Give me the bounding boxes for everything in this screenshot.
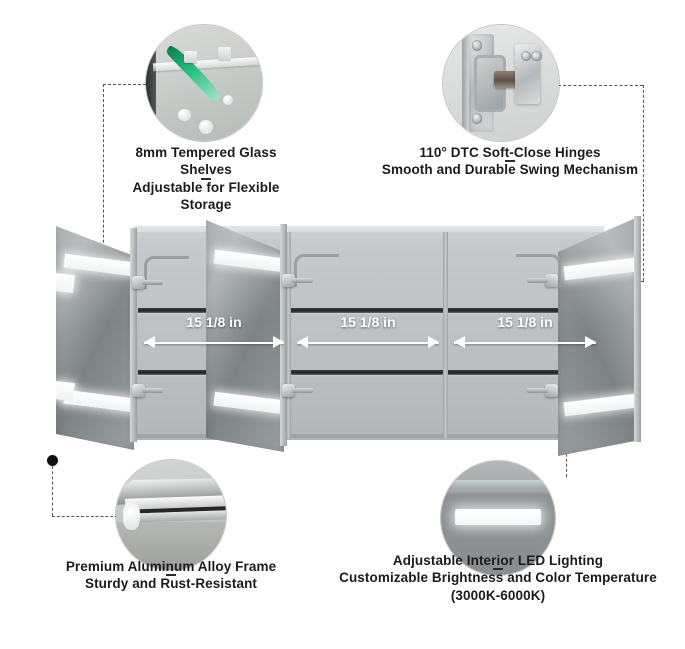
connector-hinges-vertical <box>643 85 644 281</box>
dimension-bay-left-arrow-start <box>144 336 155 348</box>
hinge-photo-screw-top <box>472 40 483 51</box>
cabinet-hinge-right-bottom[interactable] <box>527 382 558 399</box>
cabinet-hinge-left-bottom-cup <box>132 384 145 397</box>
dimension-bay-center-line <box>297 342 439 344</box>
connector-frame-vertical <box>52 466 53 516</box>
cabinet-door-right[interactable] <box>558 216 640 456</box>
cabinet-hinge-center-bottom-arm <box>292 388 313 393</box>
dimension-bay-center-arrow-end <box>428 336 439 348</box>
caption-aluminum-frame: Premium Aluminum Alloy Frame Sturdy and … <box>52 558 290 593</box>
caption-aluminum-frame-line1: Premium Aluminum Alloy Frame <box>65 559 277 574</box>
cabinet-door-right-sheen <box>558 216 640 456</box>
caption-glass-shelves: 8mm Tempered Glass Shelves Adjustable fo… <box>108 144 304 213</box>
dimension-bay-right: 15 1/8 in <box>454 314 596 348</box>
caption-separator-frame <box>166 574 176 577</box>
cabinet-hinge-bracket-center-top <box>294 254 339 287</box>
dimension-bay-left-line <box>144 342 284 344</box>
caption-glass-shelves-line2: Adjustable for Flexible Storage <box>132 179 280 212</box>
caption-separator-led <box>493 568 503 571</box>
cabinet-door-center-edge <box>280 224 287 446</box>
marker-aluminum-frame <box>47 455 58 466</box>
cabinet-hinge-right-bottom-arm <box>527 388 548 393</box>
dimension-bay-left-label: 15 1/8 in <box>186 314 242 330</box>
dimension-bay-right-arrow-end <box>585 336 596 348</box>
glass-photo-clip-right <box>217 47 231 60</box>
glass-photo-dark-edge <box>146 25 157 141</box>
cabinet-door-left-edge <box>130 228 137 442</box>
hinge-photo-door-edge <box>461 25 469 141</box>
cabinet-divider-left <box>286 232 291 438</box>
dimension-bay-right-arrow-start <box>454 336 465 348</box>
caption-aluminum-frame-line2: Sturdy and Rust-Resistant <box>84 576 258 592</box>
connector-frame-horizontal <box>52 516 118 517</box>
led-photo-glass-shelf <box>441 480 555 490</box>
connector-hinges-horizontal-top <box>558 85 643 86</box>
glass-photo-shelf-pane <box>152 56 262 72</box>
cabinet-back-panel-center <box>291 238 443 434</box>
caption-hinges: 110° DTC Soft-Close Hinges Smooth and Du… <box>378 144 642 179</box>
cabinet-shelf-center-lower <box>291 370 443 375</box>
cabinet-divider-right <box>443 232 448 438</box>
hinge-photo-screw-mount-b <box>531 50 542 61</box>
cabinet-hinge-left-bottom[interactable] <box>132 382 163 399</box>
interior-led-lighting-photo <box>441 461 555 575</box>
caption-separator-hinges <box>505 160 515 163</box>
caption-separator-glass <box>201 177 211 180</box>
dimension-bay-right-label: 15 1/8 in <box>497 314 553 330</box>
hinge-photo-screw-bottom <box>472 113 483 124</box>
cabinet-door-left-led-accent-top <box>56 272 76 294</box>
glass-photo-clip-left <box>184 50 198 64</box>
medicine-cabinet-illustration: 15 1/8 in 15 1/8 in 15 1/8 in <box>46 212 641 456</box>
cabinet-shelf-right-lower <box>448 370 600 375</box>
caption-led-lighting-line2: Customizable Brightness and Color Temper… <box>339 570 657 586</box>
glass-photo-pin-a <box>178 108 192 122</box>
dimension-bay-center: 15 1/8 in <box>297 314 439 348</box>
led-photo-light-strip <box>454 508 542 525</box>
caption-led-lighting-line3: (3000K-6000K) <box>450 587 546 603</box>
glass-photo-pin-b <box>199 120 214 135</box>
soft-close-hinge-photo <box>443 25 559 141</box>
aluminum-alloy-frame-photo <box>116 460 226 570</box>
tempered-glass-shelf-photo <box>146 25 262 141</box>
cabinet-door-right-edge <box>634 216 641 442</box>
caption-hinges-line1: 110° DTC Soft-Close Hinges <box>419 145 601 160</box>
cabinet-hinge-center-top[interactable] <box>282 272 313 289</box>
dimension-bay-left-arrow-end <box>273 336 284 348</box>
cabinet-hinge-left-bottom-arm <box>142 388 163 393</box>
connector-glass-shelves-horizontal-top <box>103 84 146 85</box>
cabinet-door-center[interactable] <box>206 220 284 452</box>
cabinet-hinge-center-bottom[interactable] <box>282 382 313 399</box>
caption-led-lighting-line1: Adjustable Interior LED Lighting <box>392 553 604 568</box>
cabinet-hinge-bracket-left-top <box>144 256 189 289</box>
cabinet-hinge-right-top[interactable] <box>527 272 558 289</box>
dimension-bay-right-line <box>454 342 596 344</box>
cabinet-hinge-left-top[interactable] <box>132 274 163 291</box>
cabinet-hinge-left-top-arm <box>142 280 163 285</box>
frame-photo-corner-highlight <box>122 501 141 531</box>
cabinet-door-left[interactable] <box>56 226 134 450</box>
cabinet-door-right-face <box>558 216 640 456</box>
cabinet-hinge-center-top-cup <box>282 274 295 287</box>
cabinet-hinge-center-bottom-cup <box>282 384 295 397</box>
hinge-photo-screw-mount-a <box>520 50 532 61</box>
cabinet-shelf-right-upper <box>448 308 600 313</box>
cabinet-hinge-left-top-cup <box>132 276 145 289</box>
dimension-bay-left: 15 1/8 in <box>144 314 284 348</box>
cabinet-hinge-center-top-arm <box>292 278 313 283</box>
glass-photo-pin-c <box>222 94 233 106</box>
dimension-bay-center-label: 15 1/8 in <box>340 314 396 330</box>
cabinet-hinge-right-top-arm <box>527 278 548 283</box>
dimension-bay-center-arrow-start <box>297 336 308 348</box>
caption-led-lighting: Adjustable Interior LED Lighting Customi… <box>330 552 666 604</box>
caption-glass-shelves-line1: 8mm Tempered Glass Shelves <box>135 145 277 178</box>
cabinet-door-left-led-accent-bottom <box>56 380 76 402</box>
cabinet-shelf-center-upper <box>291 308 443 313</box>
connector-glass-shelves-vertical <box>103 84 104 308</box>
cabinet-door-left-sheen <box>56 226 134 450</box>
caption-hinges-line2: Smooth and Durable Swing Mechanism <box>381 162 639 178</box>
